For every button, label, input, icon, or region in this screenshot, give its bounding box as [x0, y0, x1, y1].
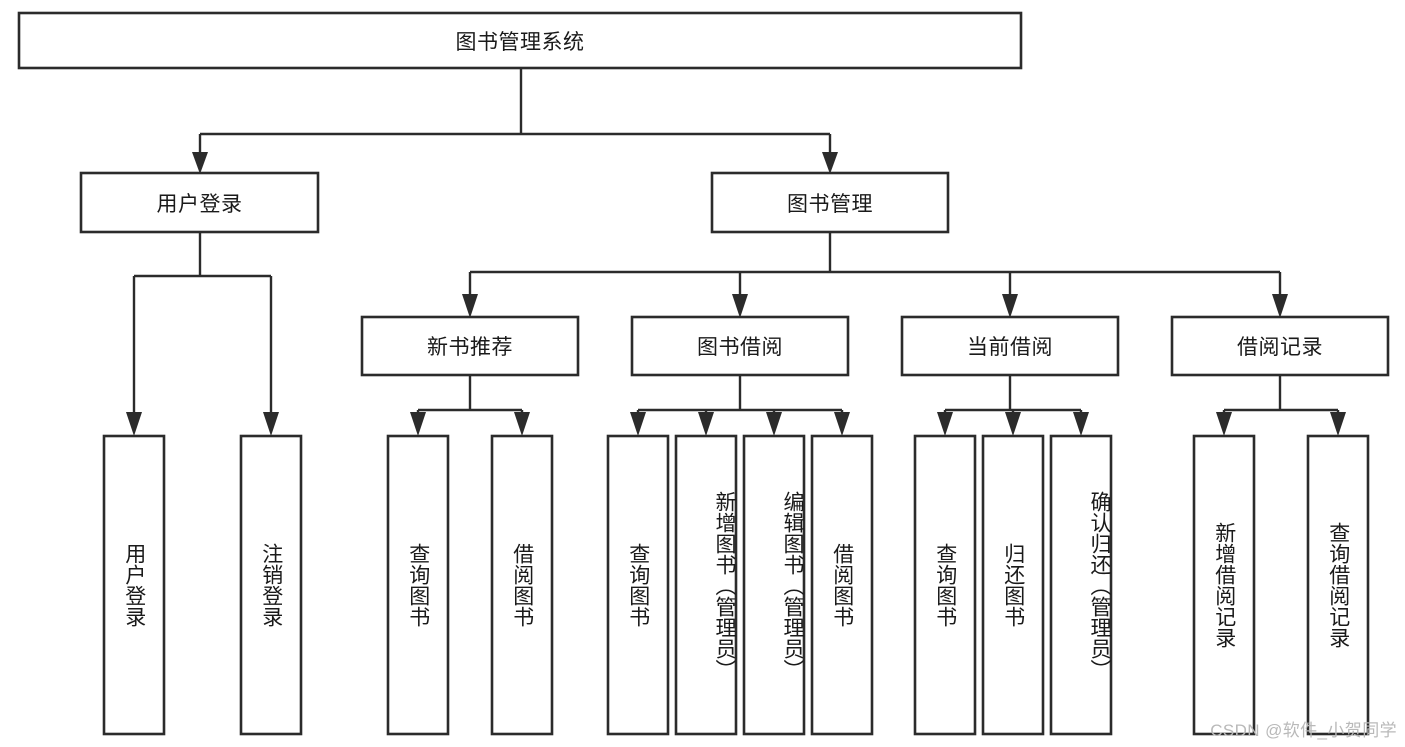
arrowhead-leaf-add-record	[1216, 412, 1232, 436]
node-rect-leaf-user-login[interactable]	[102, 434, 166, 736]
node-rect-leaf-query-record[interactable]	[1306, 434, 1370, 736]
arrowhead-newbook	[462, 294, 478, 318]
node-rect-book-borrow[interactable]	[630, 315, 850, 377]
node-rect-root[interactable]	[17, 11, 1023, 70]
arrowhead-leaf-user-login	[126, 412, 142, 436]
arrowheads	[126, 152, 1346, 436]
node-rect-user-login[interactable]	[79, 171, 320, 234]
arrowhead-leaf-borrow-book-2	[834, 412, 850, 436]
arrowhead-leaf-add-book	[698, 412, 714, 436]
node-rect-leaf-query-book-2[interactable]	[606, 434, 670, 736]
arrowhead-bookborrow	[732, 294, 748, 318]
csdn-watermark: CSDN @软件_小贺同学	[1210, 721, 1397, 740]
node-rect-leaf-edit-book[interactable]	[742, 434, 806, 736]
arrowhead-book-manage	[822, 152, 838, 174]
node-rect-new-book-recommend[interactable]	[360, 315, 580, 377]
arrowhead-borrowrecord	[1272, 294, 1288, 318]
node-rects	[17, 11, 1390, 736]
arrowhead-leaf-return-book	[1005, 412, 1021, 436]
arrowhead-leaf-confirm-return	[1073, 412, 1089, 436]
node-rect-leaf-query-book-3[interactable]	[913, 434, 977, 736]
node-rect-current-borrow[interactable]	[900, 315, 1120, 377]
node-rect-leaf-add-record[interactable]	[1192, 434, 1256, 736]
arrowhead-leaf-borrow-book-1	[514, 412, 530, 436]
arrowhead-leaf-user-logout	[263, 412, 279, 436]
node-rect-leaf-borrow-book-2[interactable]	[810, 434, 874, 736]
node-rect-leaf-add-book[interactable]	[674, 434, 738, 736]
arrowhead-leaf-edit-book	[766, 412, 782, 436]
arrowhead-leaf-query-record	[1330, 412, 1346, 436]
arrowhead-currentborrow	[1002, 294, 1018, 318]
node-rect-book-manage[interactable]	[710, 171, 950, 234]
node-rect-leaf-query-book-1[interactable]	[386, 434, 450, 736]
arrowhead-leaf-query-book-3	[937, 412, 953, 436]
node-rect-borrow-record[interactable]	[1170, 315, 1390, 377]
node-rect-leaf-confirm-return[interactable]	[1049, 434, 1113, 736]
node-rect-leaf-borrow-book-1[interactable]	[490, 434, 554, 736]
node-rect-leaf-return-book[interactable]	[981, 434, 1045, 736]
arrowhead-leaf-query-book-2	[630, 412, 646, 436]
arrowhead-leaf-query-book-1	[410, 412, 426, 436]
arrowhead-user-login	[192, 152, 208, 174]
node-rect-leaf-user-logout[interactable]	[239, 434, 303, 736]
